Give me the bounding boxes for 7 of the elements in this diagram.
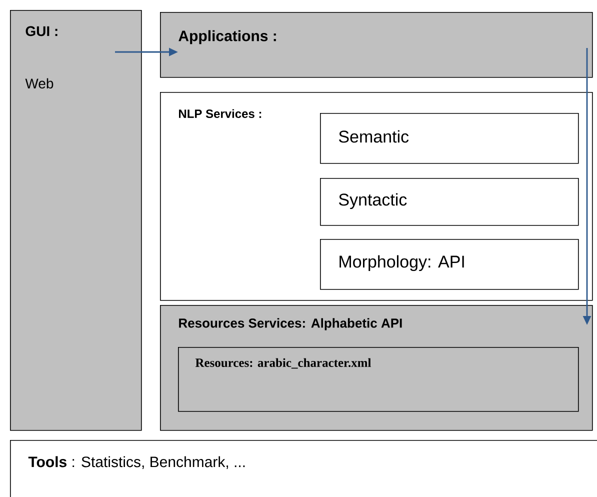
layer-box: GUI : Web (10, 10, 142, 431)
service-box: Semantic (320, 113, 579, 164)
layer-box: Applications : (160, 12, 593, 78)
resource-box: Resources: arabic_character.xml (178, 347, 579, 412)
service-box: Syntactic (320, 178, 579, 226)
service-box: Morphology: API (320, 238, 579, 290)
tools-box: Tools : Statistics, Benchmark, ... (10, 440, 597, 497)
